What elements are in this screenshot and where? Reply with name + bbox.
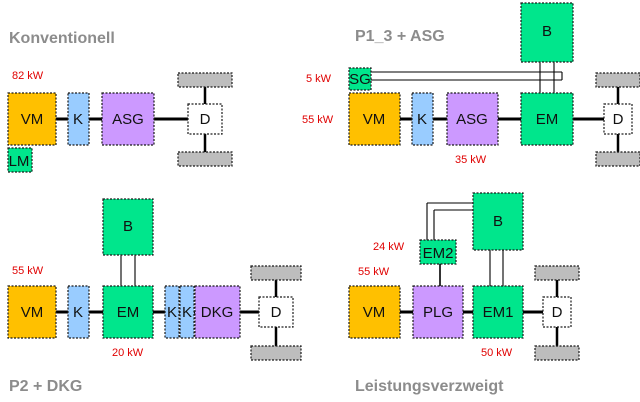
wheel-bottom	[595, 151, 640, 167]
panel-title-leistungsverzweigt: Leistungsverzweigt	[355, 378, 504, 395]
battery-label: B	[123, 218, 133, 235]
power-label-em2: 24 kW	[373, 241, 405, 253]
panel-title-konventionell: Konventionell	[9, 30, 115, 47]
clutch-label: K	[73, 304, 83, 321]
power-label-vm: 55 kW	[12, 265, 44, 277]
panel-p2-dkg: P2 + DKG 55 kW 20 kW B VM K EM K K DKG D	[7, 198, 302, 395]
dual-clutch-gearbox-label: DKG	[201, 304, 234, 321]
planetary-gear-box	[412, 285, 464, 339]
power-label-asg: 35 kW	[455, 154, 487, 166]
wheel-bottom	[177, 151, 233, 167]
wheel-bottom	[250, 345, 302, 361]
combustion-engine-label: VM	[21, 111, 44, 128]
wheel-top	[595, 72, 640, 88]
combustion-engine-label: VM	[21, 304, 44, 321]
differential-label: D	[271, 304, 282, 321]
gearbox-label: ASG	[456, 111, 488, 128]
battery-box	[520, 2, 574, 63]
dual-clutch-1-label: K	[167, 304, 177, 321]
power-label-vm: 55 kW	[358, 266, 390, 278]
combustion-engine-box	[348, 285, 401, 339]
differential-box	[187, 103, 223, 135]
differential-box	[258, 296, 294, 328]
combustion-engine-label: VM	[363, 304, 386, 321]
combustion-engine-label: VM	[363, 111, 386, 128]
gearbox-label: ASG	[112, 111, 144, 128]
clutch-label: K	[417, 111, 427, 128]
dual-clutch-2-box	[179, 285, 195, 339]
panel-p1-3-asg: P1_3 + ASG 5 kW 55 kW 35 kW B SG VM K AS…	[302, 2, 640, 167]
electric-motor-box	[520, 92, 574, 146]
battery-box	[472, 192, 524, 251]
battery-label: B	[493, 213, 503, 230]
wheel-bottom	[534, 345, 580, 361]
dual-clutch-2-label: K	[182, 304, 192, 321]
battery-box	[102, 198, 154, 256]
gearbox-box	[446, 92, 499, 146]
power-label-vm: 55 kW	[302, 114, 334, 126]
gearbox-box	[101, 92, 155, 146]
electric-motor-box	[102, 285, 154, 339]
combustion-engine-box	[348, 92, 401, 146]
electric-motor-1-box	[472, 285, 524, 339]
battery-label: B	[542, 23, 552, 40]
power-label-sg: 5 kW	[306, 73, 332, 85]
clutch-box	[67, 285, 90, 339]
combustion-engine-box	[7, 92, 57, 146]
clutch-box	[411, 92, 434, 146]
starter-motor-box	[7, 147, 33, 173]
differential-label: D	[552, 304, 563, 321]
electric-motor-2-label: EM2	[423, 245, 454, 262]
clutch-label: K	[73, 111, 83, 128]
differential-label: D	[200, 111, 211, 128]
power-label-em: 20 kW	[112, 347, 144, 359]
clutch-box	[67, 92, 90, 146]
starter-generator-label: SG	[349, 71, 371, 88]
power-label-vm: 82 kW	[12, 70, 44, 82]
panel-title-p2-dkg: P2 + DKG	[9, 378, 82, 395]
electric-motor-label: EM	[536, 111, 559, 128]
differential-label: D	[613, 111, 624, 128]
electric-motor-label: EM	[117, 304, 140, 321]
differential-box	[603, 103, 633, 135]
dual-clutch-1-box	[164, 285, 180, 339]
starter-motor-label: LM	[9, 153, 30, 170]
panel-konventionell: Konventionell 82 kW VM K ASG D LM	[7, 30, 233, 173]
dual-clutch-gearbox-box	[194, 285, 241, 339]
panel-title-p1-3-asg: P1_3 + ASG	[355, 28, 445, 45]
planetary-gear-label: PLG	[423, 304, 453, 321]
combustion-engine-box	[7, 285, 57, 339]
electric-motor-2-box	[419, 239, 457, 265]
wheel-top	[534, 265, 580, 281]
electric-motor-1-label: EM1	[483, 304, 514, 321]
panel-leistungsverzweigt: Leistungsverzweigt 24 kW 55 kW 50 kW B E…	[348, 192, 580, 395]
power-label-em1: 50 kW	[481, 347, 513, 359]
starter-generator-box	[348, 67, 372, 91]
differential-box	[542, 296, 572, 328]
wheel-top	[250, 265, 302, 281]
wheel-top	[177, 72, 233, 88]
